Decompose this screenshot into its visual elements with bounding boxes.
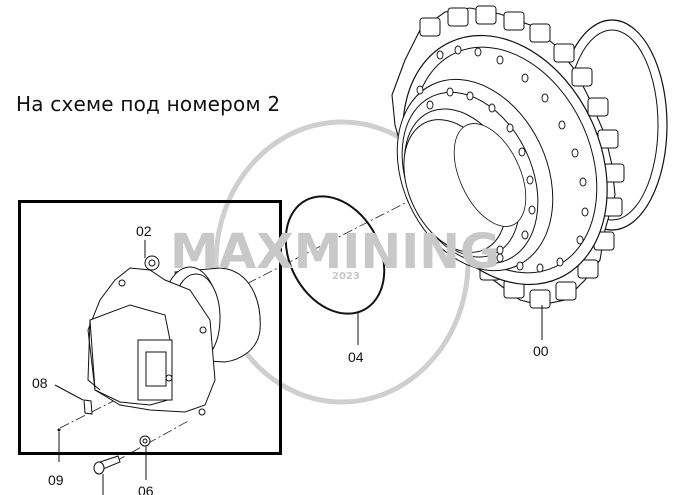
label-04: 04 — [348, 349, 364, 365]
label-08: 08 — [32, 375, 48, 391]
label-02: 02 — [136, 223, 152, 239]
sprocket-part-00 — [391, 5, 668, 340]
highlight-box — [18, 200, 282, 455]
watermark-year: 2023 — [332, 271, 360, 282]
rivet-part-09 — [57, 428, 61, 462]
label-06: 06 — [138, 483, 154, 495]
label-00: 00 — [533, 343, 549, 359]
travel-motor-part-02 — [87, 240, 261, 416]
o-ring-part-04 — [284, 195, 386, 345]
washer-part-06 — [139, 435, 151, 480]
bolt-part — [93, 455, 121, 495]
label-09: 09 — [48, 472, 64, 488]
watermark-brand: MAXMINING — [170, 224, 500, 280]
caption-text: На схеме под номером 2 — [16, 92, 281, 116]
plate-part-08 — [54, 384, 93, 415]
